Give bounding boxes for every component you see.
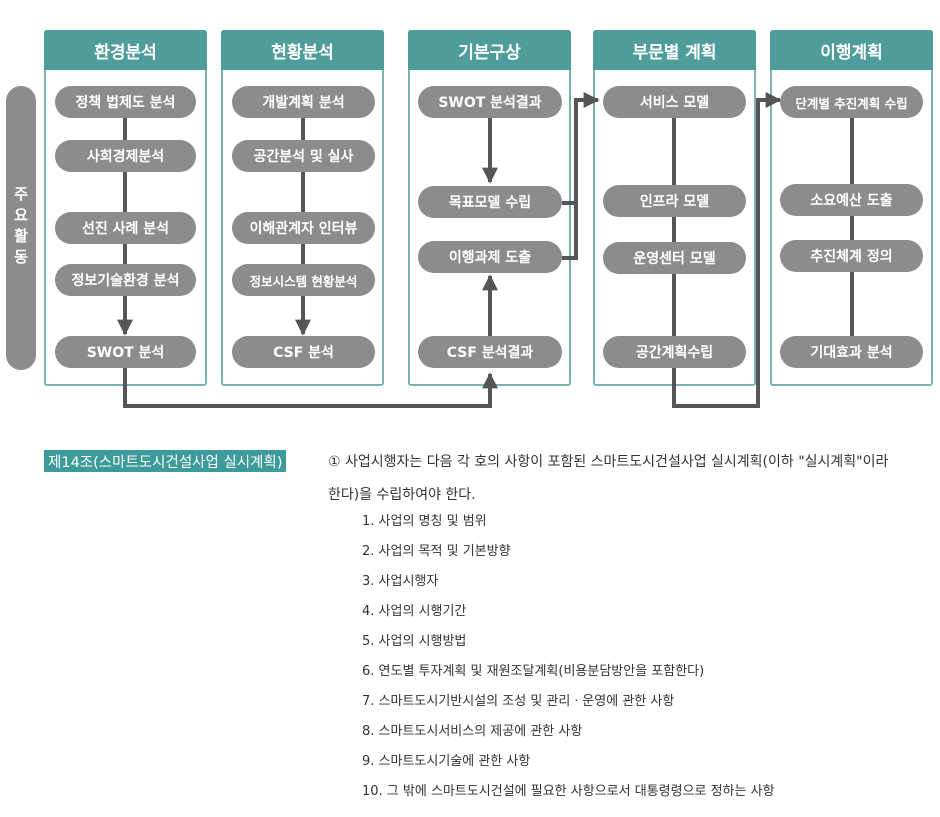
column-header: 부문별 계획: [593, 30, 756, 70]
pill-basic-3: 이행과제 도출: [418, 241, 562, 273]
pill-impl-2: 소요예산 도출: [780, 184, 923, 216]
spine-line-impl: [850, 110, 854, 345]
list-item: 8. 스마트도시서비스의 제공에 관한 사항: [362, 724, 583, 739]
pill-impl-3: 추진체계 정의: [780, 240, 923, 272]
list-item: 6. 연도별 투자계획 및 재원조달계획(비용분담방안을 포함한다): [362, 664, 705, 679]
pill-cur-3: 이해관계자 인터뷰: [232, 212, 375, 244]
column-header: 기본구상: [408, 30, 571, 70]
pill-sector-2: 인프라 모델: [603, 185, 746, 217]
pill-cur-4: 정보시스템 현황분석: [232, 264, 375, 296]
article-item-list: 1. 사업의 명칭 및 범위 2. 사업의 목적 및 기본방향 3. 사업시행자…: [362, 512, 775, 812]
list-item: 9. 스마트도시기술에 관한 사항: [362, 754, 531, 769]
pill-sector-1: 서비스 모델: [603, 86, 746, 118]
pill-env-1: 정책 법제도 분석: [55, 86, 196, 118]
list-item: 5. 사업의 시행방법: [362, 634, 467, 649]
side-label: 주요활동: [6, 86, 36, 370]
list-item: 4. 사업의 시행기간: [362, 604, 467, 619]
arrow-basic-sector: [562, 92, 600, 205]
pill-basic-2: 목표모델 수립: [418, 186, 562, 218]
column-header: 이행계획: [770, 30, 933, 70]
list-item: 10. 그 밖에 스마트도시건설에 필요한 사항으로서 대통령령으로 정하는 사…: [362, 784, 775, 799]
article-line-1: ① 사업시행자는 다음 각 호의 사항이 포함된 스마트도시건설사업 실시계획(…: [328, 454, 889, 470]
pill-basic-1: SWOT 분석결과: [418, 86, 562, 118]
pill-sector-3: 운영센터 모델: [603, 242, 746, 274]
article-tag: 제14조(스마트도시건설사업 실시계획): [44, 450, 287, 472]
pill-impl-1: 단계별 추진계획 수립: [780, 86, 923, 118]
connector-lines: [117, 92, 782, 408]
pill-env-3: 선진 사례 분석: [55, 212, 196, 244]
column-header: 현황분석: [221, 30, 384, 70]
column-header: 환경분석: [44, 30, 207, 70]
article-line-2: 한다)을 수립하여야 한다.: [328, 487, 476, 503]
line-basic-sector-lower: [562, 200, 578, 260]
pill-env-4: 정보기술환경 분석: [55, 264, 196, 296]
pill-basic-4: CSF 분석결과: [418, 336, 562, 368]
spine-line-sector: [672, 110, 676, 345]
pill-cur-2: 공간분석 및 실사: [232, 140, 375, 172]
pill-cur-5: CSF 분석: [232, 336, 375, 368]
arrow-bottom-route: [123, 368, 498, 408]
pill-env-2: 사회경제분석: [55, 140, 196, 172]
list-item: 2. 사업의 목적 및 기본방향: [362, 544, 511, 559]
arrow-sector-impl: [672, 92, 782, 408]
list-item: 7. 스마트도시기반시설의 조성 및 관리ㆍ운영에 관한 사항: [362, 694, 675, 709]
pill-env-5: SWOT 분석: [55, 336, 196, 368]
pill-sector-4: 공간계획수립: [603, 336, 746, 368]
list-item: 3. 사업시행자: [362, 574, 439, 589]
list-item: 1. 사업의 명칭 및 범위: [362, 514, 487, 529]
pill-cur-1: 개발계획 분석: [232, 86, 375, 118]
pill-impl-4: 기대효과 분석: [780, 336, 923, 368]
